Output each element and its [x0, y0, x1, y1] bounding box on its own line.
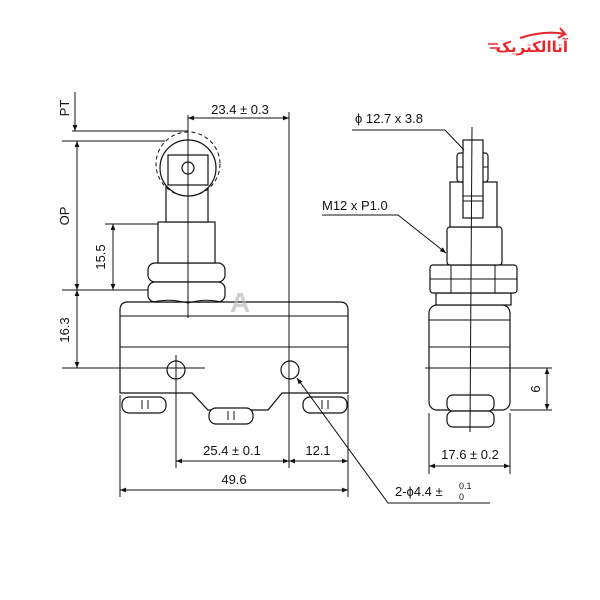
nut-upper [147, 262, 226, 283]
dim-25-4: 25.4 ± 0.1 [203, 443, 261, 458]
hole-tol-upper: 0.1 [459, 481, 472, 491]
terminal-screw-left [121, 396, 167, 414]
mounting-hole-right [280, 360, 300, 380]
side-body [428, 304, 511, 411]
side-threaded-bushing [446, 226, 503, 266]
dim-9: 9 [528, 385, 543, 392]
leader-line [296, 377, 490, 504]
center-line [469, 126, 473, 433]
brand-logo: آتاالکتریک [488, 27, 569, 56]
op-label: OP [57, 207, 72, 226]
side-collar [435, 292, 512, 306]
dim-12-1: 12.1 [305, 443, 330, 458]
roller-size-label: ϕ 12.7 x 3.8 [355, 111, 423, 126]
leader-line [397, 214, 447, 254]
hole-label: 2-ϕ4.4 ± [395, 484, 443, 499]
terminal-screw-center [208, 407, 254, 425]
side-view: ϕ 12.7 x 3.8 M12 x P1.0 9 17.6 ± 0.2 [322, 111, 552, 474]
plunger-shank [157, 221, 216, 264]
thread-label: M12 x P1.0 [322, 198, 388, 213]
terminal-screw-right [302, 396, 348, 414]
dim-49-6: 49.6 [221, 472, 246, 487]
dim-15-5: 15.5 [93, 244, 108, 269]
dim-23-4: 23.4 ± 0.3 [211, 102, 269, 117]
dim-16-3: 16.3 [57, 317, 72, 342]
logo-swoosh [519, 27, 568, 39]
leader-line [444, 129, 465, 151]
side-roller [462, 139, 484, 219]
switch-body [119, 301, 349, 411]
dim-17-6: 17.6 ± 0.2 [441, 447, 499, 462]
watermark: A [230, 287, 250, 318]
pt-label: PT [57, 100, 72, 117]
logo-text: آتاالکتریک [496, 38, 569, 56]
front-view: 23.4 ± 0.3 PT OP 15.5 16.3 25.4 ± 0.1 12… [57, 92, 490, 504]
hole-tol-lower: 0 [459, 492, 464, 502]
nut-lower [147, 281, 226, 303]
